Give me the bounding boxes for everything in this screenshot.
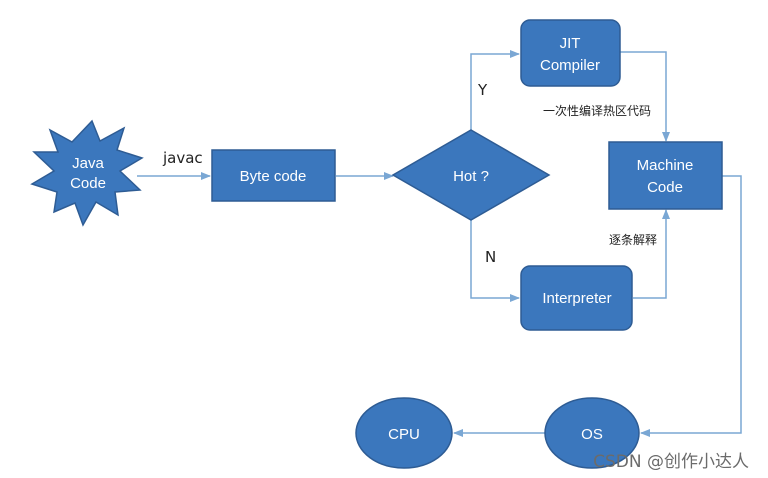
cpu-label: CPU <box>388 426 420 443</box>
os-label: OS <box>581 426 603 443</box>
node-interpreter: Interpreter <box>520 265 633 331</box>
machine-line2: Code <box>647 179 683 196</box>
byte-code-label: Byte code <box>240 168 307 185</box>
label-jit-note: 一次性编译热区代码 <box>543 103 651 118</box>
node-hot-decision: Hot ? <box>391 129 551 221</box>
edge-hot-to-interpreter <box>470 220 520 302</box>
label-javac: javac <box>162 149 203 167</box>
watermark-text: CSDN @创作小达人 <box>593 452 749 472</box>
byte-code-box <box>211 149 336 202</box>
edges <box>137 50 742 437</box>
node-cpu: CPU <box>355 397 453 469</box>
node-machine-code: Machine Code <box>608 141 723 210</box>
node-java-code: Java Code <box>30 119 144 227</box>
java-code-starburst <box>30 119 144 227</box>
cpu-ellipse <box>355 397 453 469</box>
node-os: OS <box>544 397 640 469</box>
interpreter-label: Interpreter <box>542 290 611 307</box>
label-yes: Y <box>477 81 488 99</box>
label-no: N <box>485 248 496 266</box>
os-ellipse <box>544 397 640 469</box>
edge-machine-to-os <box>640 175 742 437</box>
machine-box <box>608 141 723 210</box>
node-byte-code: Byte code <box>211 149 336 202</box>
interpreter-box <box>520 265 633 331</box>
java-code-line2: Code <box>70 175 106 192</box>
java-code-line1: Java <box>72 155 104 172</box>
label-interp-note: 逐条解释 <box>609 233 657 247</box>
hot-label: Hot ? <box>453 168 489 185</box>
node-jit-compiler: JIT Compiler <box>520 19 621 87</box>
edge-hot-to-jit <box>470 50 520 130</box>
hot-diamond <box>391 129 551 221</box>
jit-line1: JIT <box>560 35 581 52</box>
edge-jit-to-machine <box>620 51 670 142</box>
edge-interpreter-to-machine <box>633 209 670 299</box>
jit-box <box>520 19 621 87</box>
machine-line1: Machine <box>637 157 694 174</box>
jit-line2: Compiler <box>540 57 600 74</box>
